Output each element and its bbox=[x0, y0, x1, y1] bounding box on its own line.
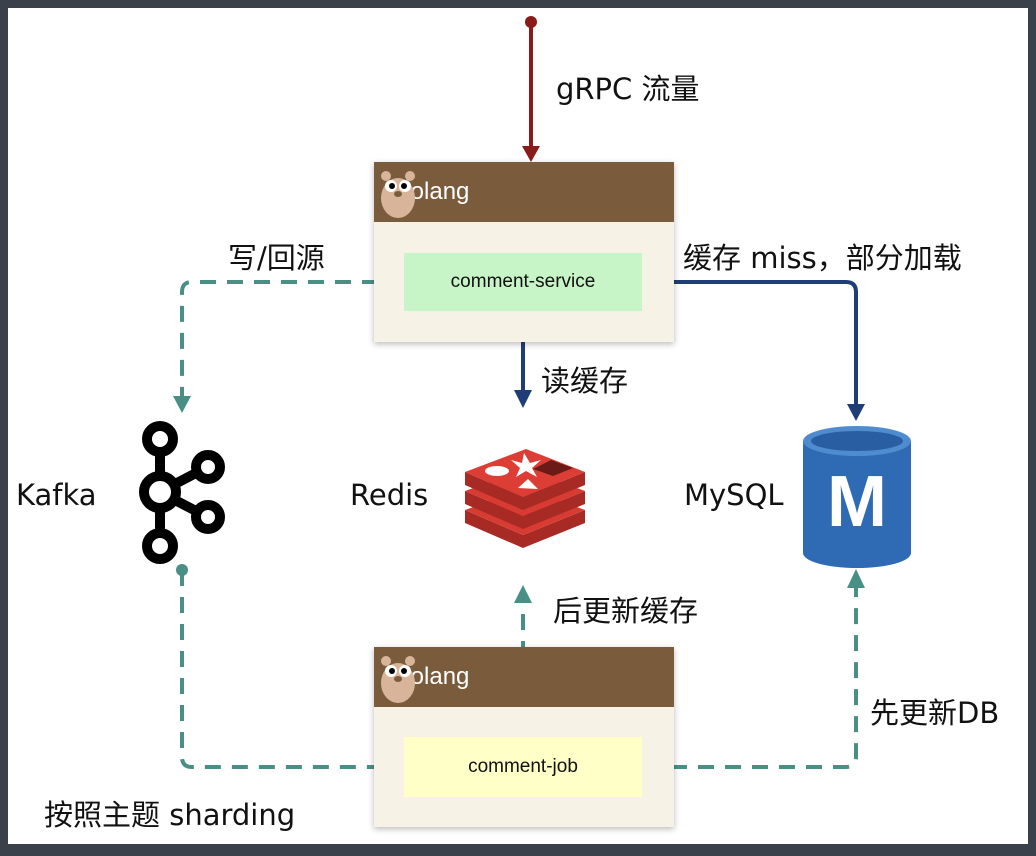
read-cache-label: 读缓存 bbox=[541, 364, 629, 398]
mysql-logo-letter: M bbox=[827, 462, 887, 542]
golang-service-node: Golang comment-service bbox=[374, 162, 674, 342]
update-db-label: 先更新DB bbox=[870, 696, 1000, 730]
redis-icon bbox=[465, 449, 585, 548]
grpc-arrow bbox=[522, 16, 540, 162]
mysql-icon bbox=[803, 426, 911, 568]
shard-by-topic-label: 按照主题 sharding bbox=[44, 798, 296, 832]
mysql-label: MySQL bbox=[684, 478, 784, 512]
comment-service-label: comment-service bbox=[450, 271, 596, 292]
redis-label: Redis bbox=[350, 478, 429, 512]
golang-job-node: Golang comment-job bbox=[374, 647, 674, 827]
gopher-icon bbox=[381, 656, 415, 703]
kafka-icon bbox=[139, 421, 225, 564]
comment-service-box: comment-service bbox=[404, 253, 642, 311]
gopher-icon bbox=[381, 171, 415, 218]
kafka-label: Kafka bbox=[16, 478, 97, 512]
golang-header: Golang bbox=[374, 647, 674, 707]
write-source-label: 写/回源 bbox=[228, 241, 325, 275]
grpc-traffic-label: gRPC 流量 bbox=[556, 72, 700, 106]
comment-job-label: comment-job bbox=[468, 756, 578, 777]
cache-miss-label: 缓存 miss，部分加载 bbox=[683, 241, 962, 275]
update-cache-label: 后更新缓存 bbox=[553, 594, 699, 628]
shard-path bbox=[176, 564, 402, 776]
golang-header: Golang bbox=[374, 162, 674, 222]
comment-job-box: comment-job bbox=[404, 737, 642, 797]
architecture-diagram: Golang comment-service Golang bbox=[8, 8, 1028, 844]
